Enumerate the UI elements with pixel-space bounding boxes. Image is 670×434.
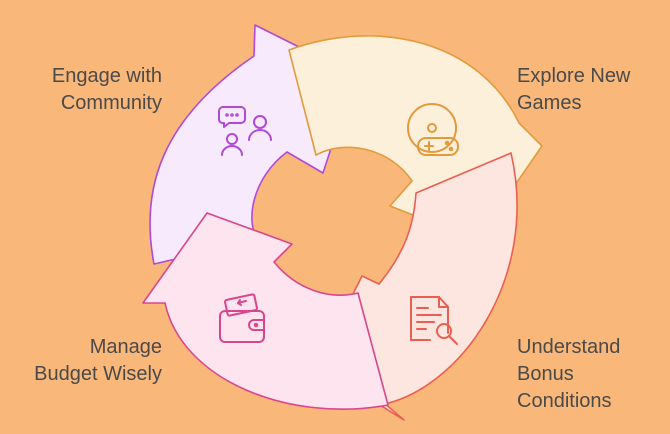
step-label-explore-games: Explore New Games [517,63,630,117]
wallet-icon [219,293,265,343]
step-label-engage-community: Engage with Community [52,63,162,117]
label-line: Explore New [517,65,631,87]
step-label-understand-bonus: Understand Bonus Conditions [517,334,620,415]
label-line: Games [517,92,582,114]
label-line: Understand [517,336,621,358]
document-search-icon [410,296,458,345]
label-line: Bonus [517,363,574,385]
community-chat-icon [218,106,272,156]
gamepad-icon [407,103,459,156]
label-line: Community [60,92,162,114]
label-line: Engage with [51,65,162,87]
label-line: Budget Wisely [34,363,162,385]
label-line: Manage [89,336,162,358]
segment-manage-budget [142,212,389,410]
step-label-manage-budget: Manage Budget Wisely [34,334,162,388]
label-line: Conditions [517,390,612,412]
